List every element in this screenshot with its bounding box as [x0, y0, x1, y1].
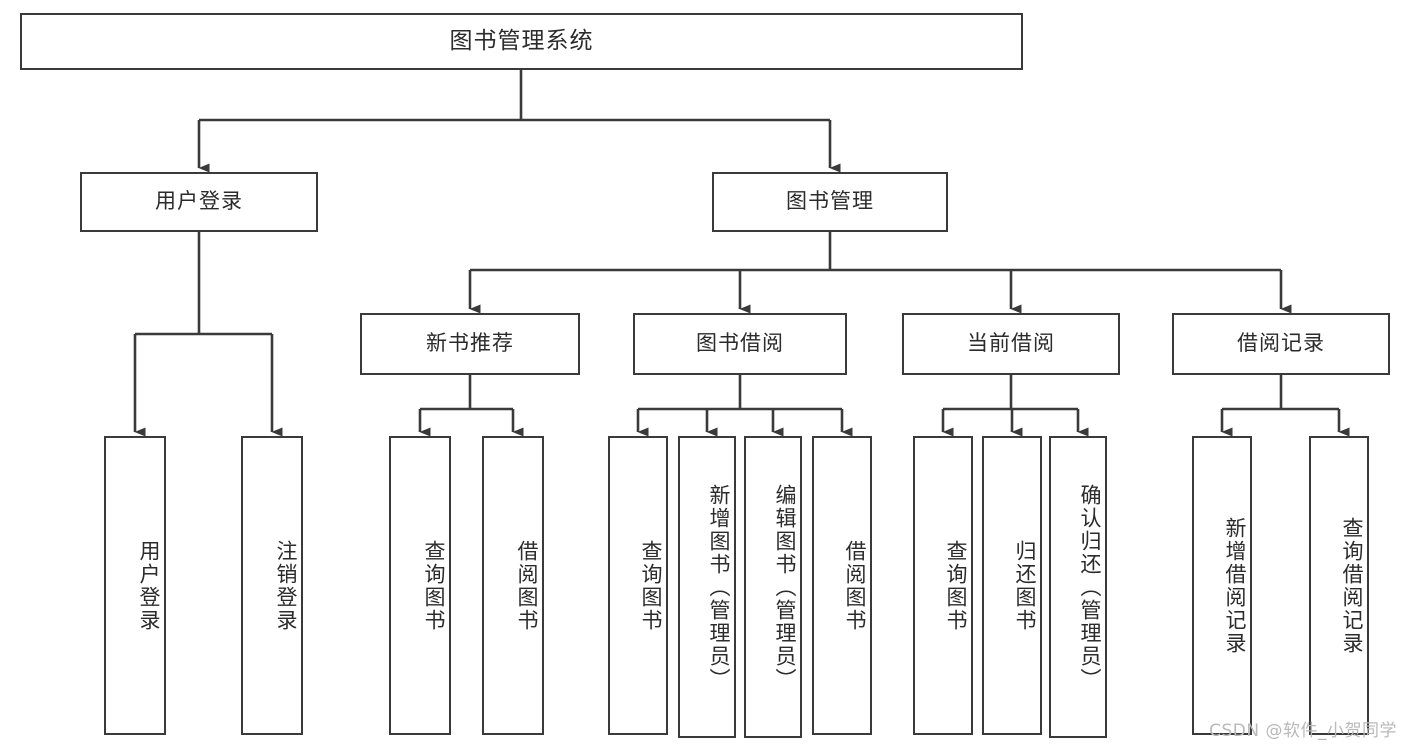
leaf-query-borrow-record-box[interactable]: 查询借阅记录 [1309, 436, 1369, 735]
leaf-query-book-rec-label: 查询图书 [422, 539, 446, 632]
leaf-add-borrow-record-label: 新增借阅记录 [1223, 516, 1247, 655]
leaf-add-book-admin-box[interactable]: 新增图书（管理员） [678, 436, 736, 738]
new-book-recommend-box[interactable]: 新书推荐 [360, 313, 580, 375]
leaf-borrow-book-rec-label: 借阅图书 [515, 539, 539, 632]
borrow-record-label: 借阅记录 [1237, 331, 1325, 356]
leaf-query-book-current-box[interactable]: 查询图书 [913, 436, 973, 735]
leaf-confirm-return-admin-box[interactable]: 确认归还（管理员） [1049, 436, 1107, 738]
root-box[interactable]: 图书管理系统 [20, 13, 1023, 70]
watermark-label: CSDN @软件_小贺同学 [1209, 721, 1397, 741]
leaf-user-login-box[interactable]: 用户登录 [104, 436, 166, 735]
leaf-query-book-borrow-box[interactable]: 查询图书 [608, 436, 668, 735]
book-borrow-box[interactable]: 图书借阅 [633, 313, 847, 375]
book-manage-label: 图书管理 [786, 189, 874, 214]
current-borrow-label: 当前借阅 [967, 331, 1055, 356]
book-manage-box[interactable]: 图书管理 [712, 172, 948, 232]
current-borrow-box[interactable]: 当前借阅 [902, 313, 1120, 375]
leaf-user-login-label: 用户登录 [137, 539, 161, 632]
leaf-query-book-current-label: 查询图书 [944, 539, 968, 632]
root-label: 图书管理系统 [449, 27, 594, 54]
book-borrow-label: 图书借阅 [696, 331, 784, 356]
leaf-return-book-box[interactable]: 归还图书 [982, 436, 1042, 735]
user-login-label: 用户登录 [155, 189, 243, 214]
leaf-return-book-label: 归还图书 [1013, 539, 1037, 632]
leaf-add-book-admin-label: 新增图书（管理员） [707, 483, 731, 691]
leaf-logout-label: 注销登录 [274, 539, 298, 632]
leaf-query-borrow-record-label: 查询借阅记录 [1340, 516, 1364, 655]
leaf-confirm-return-admin-label: 确认归还（管理员） [1078, 483, 1102, 691]
leaf-borrow-book-rec-box[interactable]: 借阅图书 [482, 436, 544, 735]
new-book-recommend-label: 新书推荐 [426, 331, 514, 356]
leaf-edit-book-admin-label: 编辑图书（管理员） [773, 483, 797, 691]
leaf-edit-book-admin-box[interactable]: 编辑图书（管理员） [744, 436, 802, 738]
leaf-query-book-borrow-label: 查询图书 [639, 539, 663, 632]
user-login-box[interactable]: 用户登录 [80, 172, 318, 232]
leaf-query-book-rec-box[interactable]: 查询图书 [389, 436, 451, 735]
leaf-add-borrow-record-box[interactable]: 新增借阅记录 [1192, 436, 1252, 735]
leaf-logout-box[interactable]: 注销登录 [241, 436, 303, 735]
leaf-borrow-book-label: 借阅图书 [843, 539, 867, 632]
borrow-record-box[interactable]: 借阅记录 [1172, 313, 1390, 375]
leaf-borrow-book-box[interactable]: 借阅图书 [812, 436, 872, 735]
